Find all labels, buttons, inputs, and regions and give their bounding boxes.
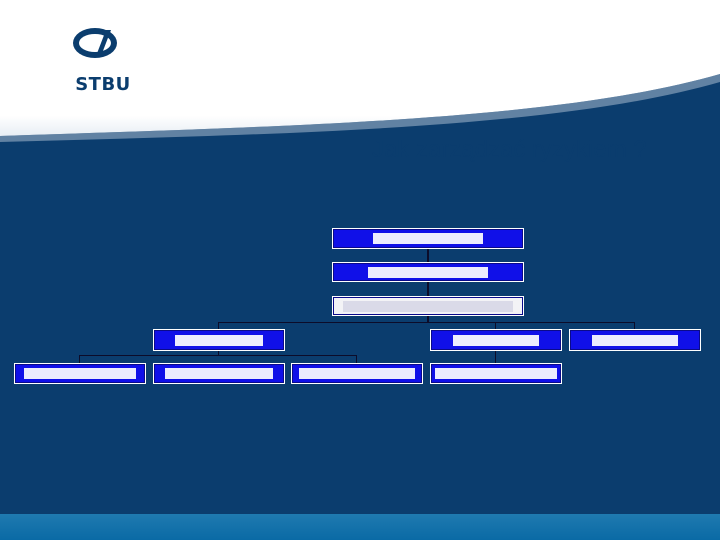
org-box-dept-c — [569, 329, 701, 351]
connector-line — [218, 322, 635, 323]
org-box-unit-4 — [430, 363, 562, 384]
connector-line — [218, 322, 219, 329]
connector-line — [634, 322, 635, 329]
connector-line — [495, 349, 496, 363]
bottom-bar — [0, 514, 720, 540]
org-box-level3 — [332, 296, 524, 316]
stbu-logo-icon — [73, 28, 117, 58]
stbu-logo: STBU — [66, 26, 140, 98]
org-box-dept-a — [153, 329, 285, 351]
org-box-unit-1 — [14, 363, 146, 384]
org-box-unit-2 — [153, 363, 285, 384]
connector-line — [427, 314, 429, 323]
org-box-level2 — [332, 262, 524, 282]
org-box-level1 — [332, 228, 524, 249]
connector-line — [356, 355, 357, 363]
org-box-dept-b — [430, 329, 562, 351]
connector-line — [495, 322, 496, 329]
logo-text: STBU — [75, 74, 131, 95]
connector-line — [79, 355, 357, 356]
connector-line — [427, 247, 429, 263]
slide-title: Jak zarządzać ryzykiem ? — [372, 136, 647, 163]
connector-line — [427, 280, 429, 296]
org-box-unit-3 — [291, 363, 423, 384]
connector-line — [218, 349, 219, 356]
connector-line — [79, 355, 80, 363]
